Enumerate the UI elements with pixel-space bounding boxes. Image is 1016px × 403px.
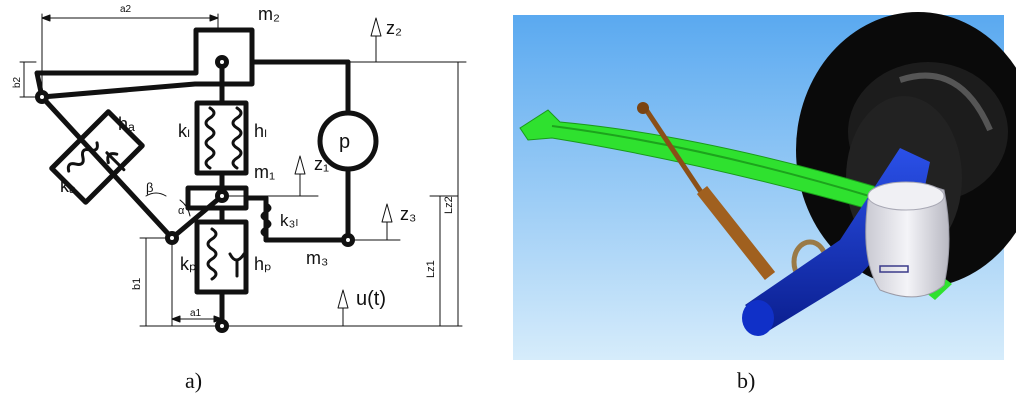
wheel-hub bbox=[865, 181, 950, 298]
label-z1: z₁ bbox=[314, 154, 329, 174]
caption-a: a) bbox=[185, 368, 203, 393]
label-p: p bbox=[339, 131, 350, 153]
caption-b: b) bbox=[737, 368, 756, 393]
label-b1: b1 bbox=[131, 278, 143, 290]
label-ha: hₐ bbox=[118, 114, 135, 134]
label-hl: hₗ bbox=[254, 121, 267, 141]
label-alpha: α bbox=[178, 205, 185, 217]
label-z3: z₃ bbox=[400, 204, 416, 224]
label-m3: m₃ bbox=[306, 248, 328, 268]
label-k3l: k₃ₗ bbox=[280, 211, 298, 230]
label-ut: u(t) bbox=[356, 288, 386, 310]
suspension-3d-render bbox=[513, 12, 1016, 360]
label-kp: kₚ bbox=[180, 254, 197, 274]
label-m1: m₁ bbox=[254, 162, 275, 182]
label-lz2: Lz2 bbox=[443, 196, 455, 214]
label-kl: kₗ bbox=[178, 121, 190, 141]
label-m2: m₂ bbox=[258, 4, 280, 24]
label-z2: z₂ bbox=[386, 18, 402, 38]
label-ka: kₐ bbox=[60, 176, 76, 196]
suspension-schematic bbox=[19, 13, 467, 333]
label-beta: β bbox=[146, 180, 153, 195]
label-hp: hₚ bbox=[254, 254, 272, 274]
label-lz1: Lz1 bbox=[425, 260, 437, 278]
label-a2: a2 bbox=[120, 4, 132, 15]
label-a1: a1 bbox=[190, 308, 202, 319]
label-b2: b2 bbox=[12, 76, 23, 88]
